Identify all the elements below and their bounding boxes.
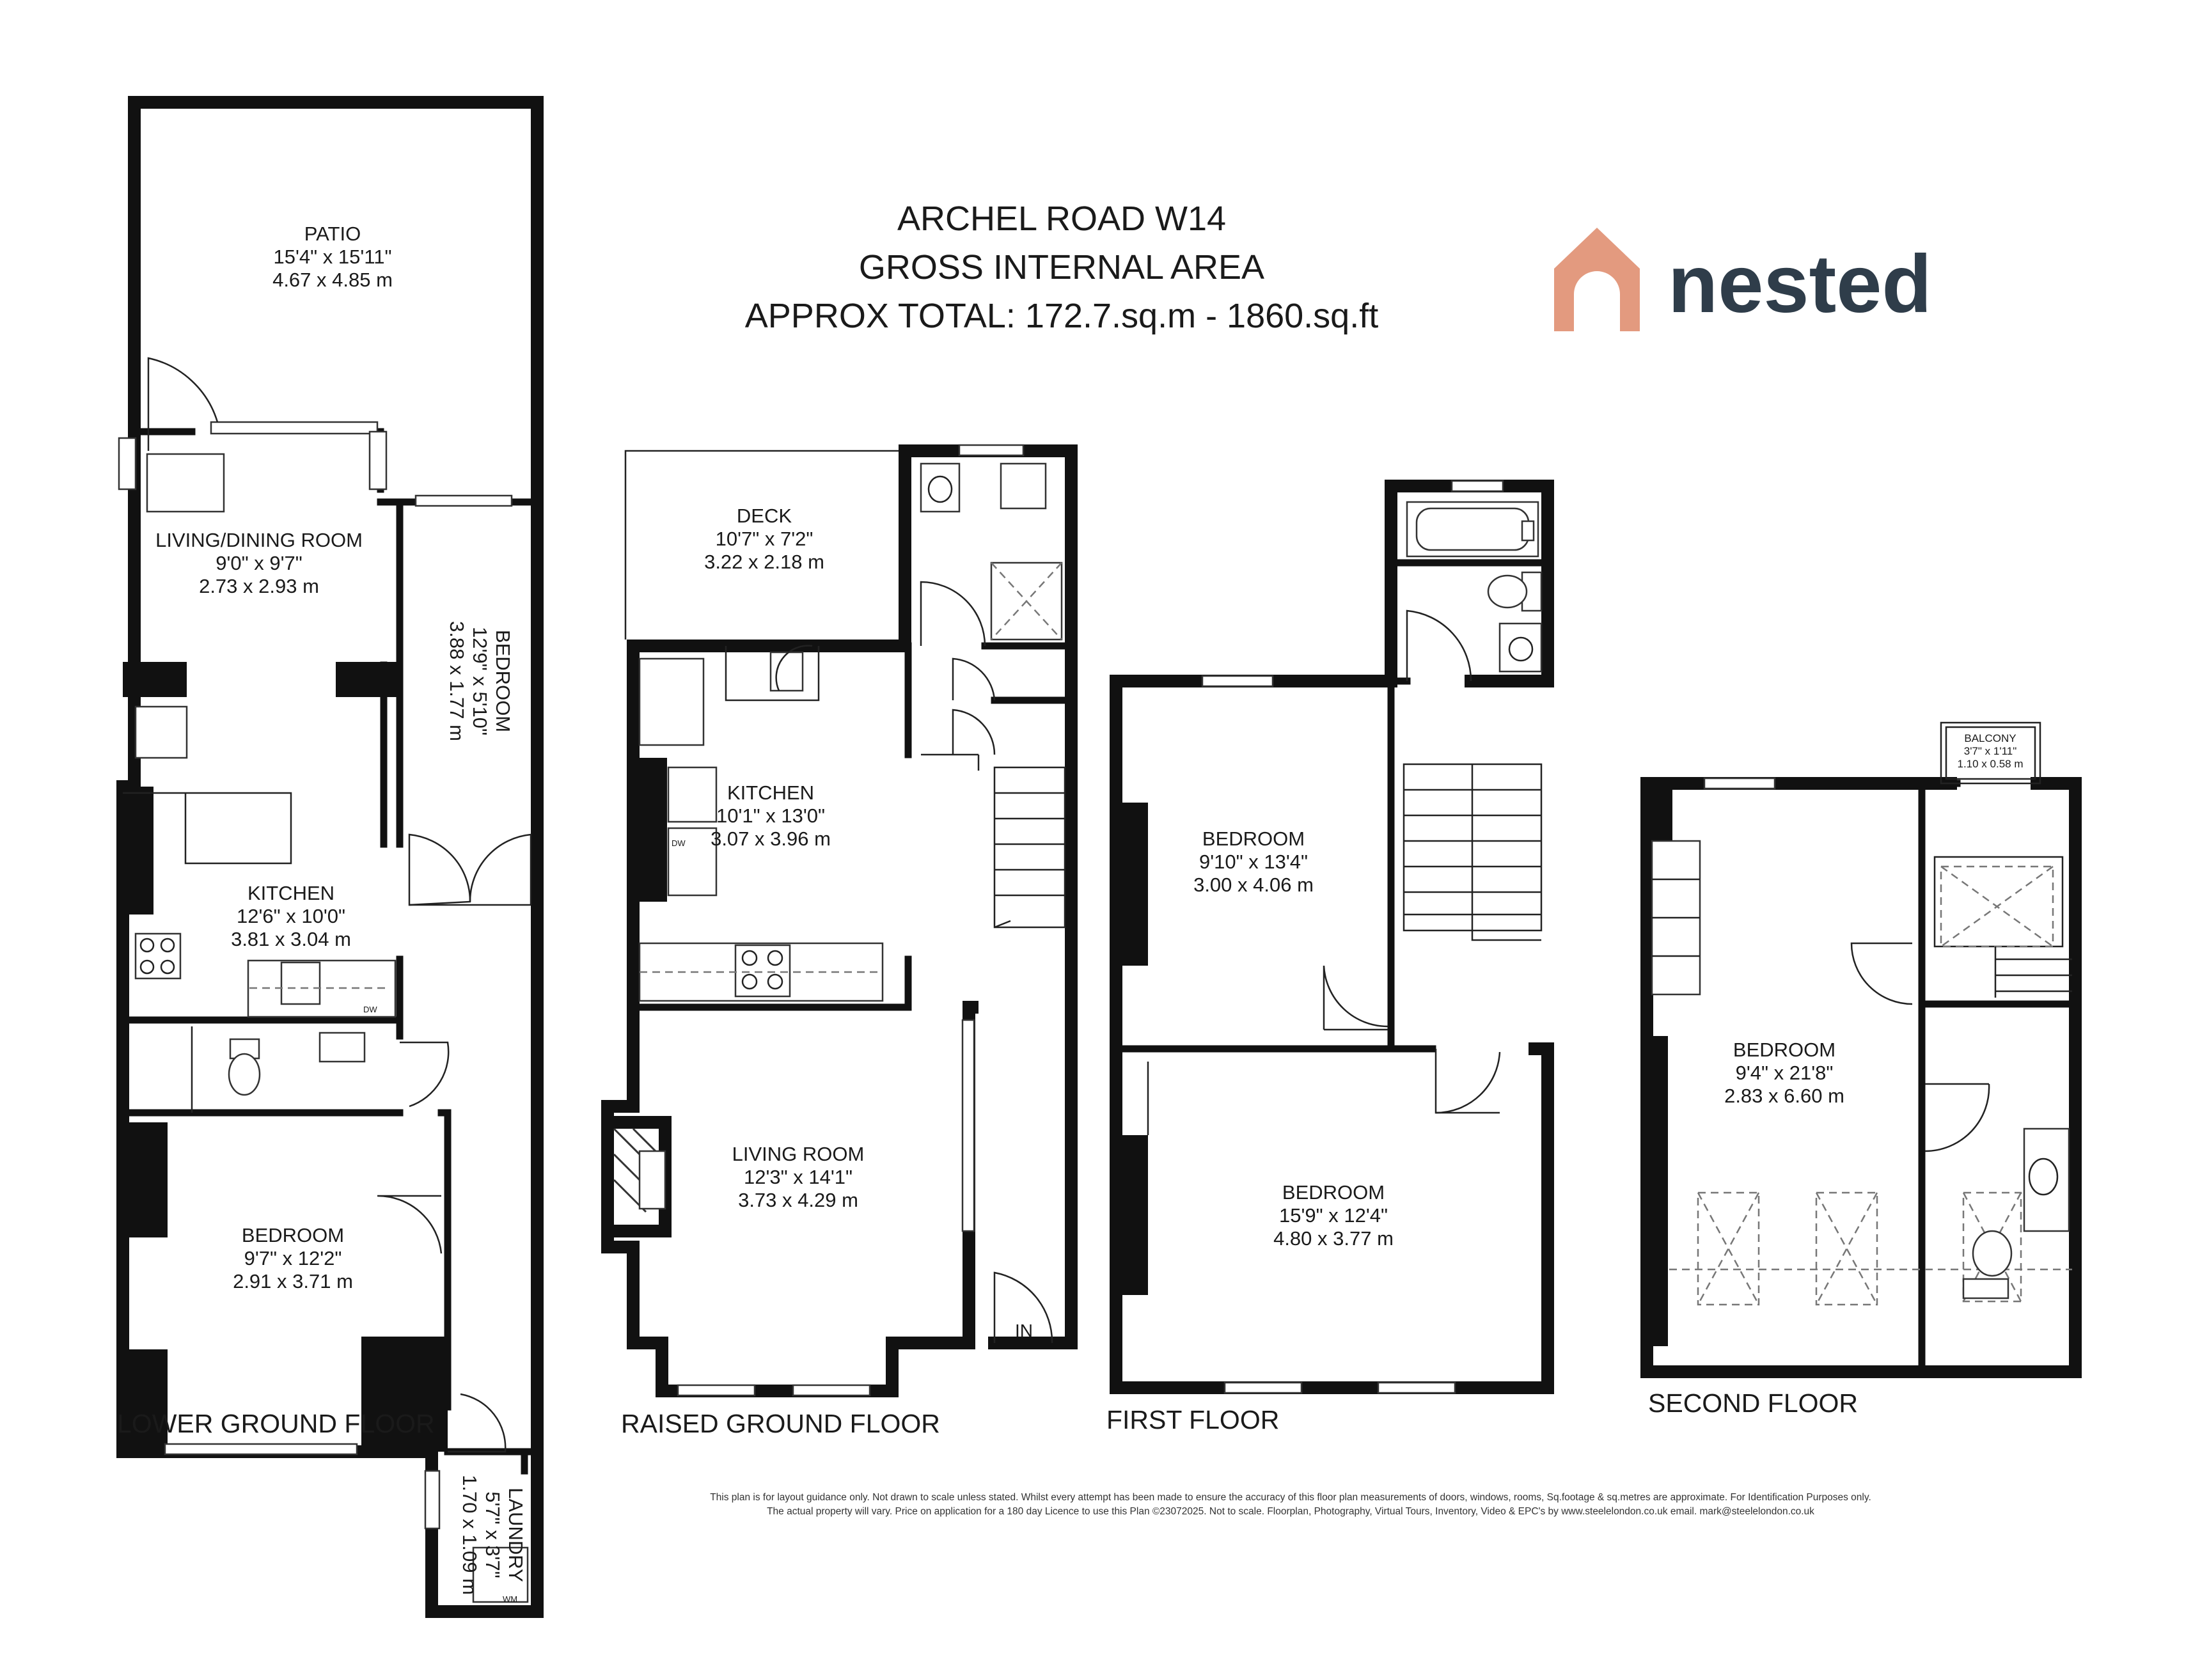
- lg-room-living-dining: LIVING/DINING ROOM 9'0" x 9'7" 2.73 x 2.…: [155, 529, 363, 597]
- first-floor: BEDROOM 9'10" x 13'4" 3.00 x 4.06 m BEDR…: [1106, 480, 1554, 1434]
- rg-room-kitchen: KITCHEN 10'1" x 13'0" 3.07 x 3.96 m: [711, 781, 831, 850]
- rg-entrance-label: IN: [1015, 1321, 1033, 1340]
- disclaimer-line-1: This plan is for layout guidance only. N…: [710, 1492, 1871, 1503]
- second-floor: BALCONY 3'7" x 1'11" 1.10 x 0.58 m BEDRO…: [1640, 721, 2082, 1418]
- room-metric: 3.00 x 4.06 m: [1193, 874, 1314, 896]
- room-imperial: 12'9" x 5'10": [469, 627, 491, 735]
- room-metric: 3.22 x 2.18 m: [704, 551, 824, 573]
- room-name: BEDROOM: [492, 630, 514, 732]
- sf-room-balcony: BALCONY 3'7" x 1'11" 1.10 x 0.58 m: [1957, 732, 2023, 770]
- room-metric: 4.67 x 4.85 m: [272, 269, 393, 291]
- lg-dishwasher-label: DW: [363, 1005, 377, 1014]
- room-name: DECK: [737, 505, 792, 527]
- room-imperial: 12'6" x 10'0": [237, 905, 345, 927]
- ff-room-bedroom-front: BEDROOM 15'9" x 12'4" 4.80 x 3.77 m: [1273, 1181, 1394, 1250]
- sf-floor-label: SECOND FLOOR: [1648, 1388, 1858, 1418]
- room-imperial: 9'4" x 21'8": [1736, 1062, 1834, 1084]
- room-metric: 2.83 x 6.60 m: [1724, 1085, 1844, 1107]
- room-imperial: 10'7" x 7'2": [716, 528, 814, 550]
- room-imperial: 15'4" x 15'11": [274, 246, 392, 268]
- room-name: LIVING/DINING ROOM: [155, 529, 363, 551]
- room-metric: 2.73 x 2.93 m: [199, 575, 319, 597]
- title-area-label: GROSS INTERNAL AREA: [859, 248, 1264, 287]
- room-metric: 1.10 x 0.58 m: [1957, 758, 2023, 770]
- lg-room-laundry: LAUNDRY 5'7" x 3'7" 1.70 x 1.09 m: [459, 1475, 527, 1595]
- disclaimer-line-2: The actual property will vary. Price on …: [767, 1506, 1814, 1517]
- rg-room-deck: DECK 10'7" x 7'2" 3.22 x 2.18 m: [704, 505, 824, 573]
- house-arch-icon: [1554, 228, 1640, 331]
- lg-room-kitchen: KITCHEN 12'6" x 10'0" 3.81 x 3.04 m: [231, 882, 351, 950]
- raised-ground-floor: DW IN DECK 10'7" x 7'2" 3.22 x 2.18 m KI…: [601, 444, 1078, 1438]
- nested-logo: nested: [1554, 228, 1932, 331]
- room-name: LAUNDRY: [505, 1488, 527, 1582]
- ff-floor-label: FIRST FLOOR: [1106, 1405, 1279, 1434]
- room-name: BEDROOM: [1282, 1181, 1385, 1204]
- room-metric: 1.70 x 1.09 m: [459, 1475, 481, 1595]
- title-address: ARCHEL ROAD W14: [897, 200, 1226, 238]
- room-name: LIVING ROOM: [732, 1143, 865, 1165]
- room-name: KITCHEN: [248, 882, 334, 904]
- rg-dishwasher-label: DW: [672, 838, 686, 848]
- lower-ground-floor: DW WM PATIO 15'4" x 15'11" 4.67 x 4.85 m…: [116, 96, 544, 1618]
- room-metric: 3.81 x 3.04 m: [231, 928, 351, 950]
- sf-room-bedroom: BEDROOM 9'4" x 21'8" 2.83 x 6.60 m: [1724, 1039, 1844, 1107]
- lg-washing-machine-label: WM: [503, 1594, 517, 1604]
- rg-floor-label: RAISED GROUND FLOOR: [621, 1409, 940, 1438]
- room-name: BEDROOM: [1733, 1039, 1835, 1061]
- room-imperial: 9'10" x 13'4": [1199, 851, 1308, 873]
- logo-wordmark: nested: [1668, 239, 1932, 330]
- room-name: KITCHEN: [727, 781, 814, 804]
- room-imperial: 15'9" x 12'4": [1279, 1204, 1388, 1227]
- room-metric: 4.80 x 3.77 m: [1273, 1227, 1394, 1250]
- lg-room-bedroom-front: BEDROOM 9'7" x 12'2" 2.91 x 3.71 m: [233, 1224, 353, 1292]
- plan-title: ARCHEL ROAD W14 GROSS INTERNAL AREA APPR…: [745, 200, 1378, 335]
- room-imperial: 9'0" x 9'7": [216, 552, 303, 574]
- room-name: BEDROOM: [1202, 828, 1305, 850]
- rg-room-living: LIVING ROOM 12'3" x 14'1" 3.73 x 4.29 m: [732, 1143, 865, 1211]
- room-imperial: 12'3" x 14'1": [744, 1166, 853, 1188]
- room-imperial: 9'7" x 12'2": [244, 1247, 342, 1269]
- title-total-area: APPROX TOTAL: 172.7.sq.m - 1860.sq.ft: [745, 297, 1378, 335]
- room-metric: 2.91 x 3.71 m: [233, 1270, 353, 1292]
- room-metric: 3.88 x 1.77 m: [446, 621, 468, 741]
- room-imperial: 5'7" x 3'7": [482, 1491, 504, 1578]
- room-imperial: 10'1" x 13'0": [716, 805, 825, 827]
- lg-floor-label: LOWER GROUND FLOOR: [117, 1409, 435, 1438]
- disclaimer: This plan is for layout guidance only. N…: [710, 1492, 1871, 1517]
- lg-room-bedroom-side: BEDROOM 12'9" x 5'10" 3.88 x 1.77 m: [446, 621, 514, 741]
- room-name: BEDROOM: [242, 1224, 344, 1246]
- room-metric: 3.07 x 3.96 m: [711, 828, 831, 850]
- lg-room-patio: PATIO 15'4" x 15'11" 4.67 x 4.85 m: [272, 223, 393, 291]
- room-name: PATIO: [304, 223, 361, 245]
- ff-room-bedroom-rear: BEDROOM 9'10" x 13'4" 3.00 x 4.06 m: [1193, 828, 1314, 896]
- room-name: BALCONY: [1964, 732, 2016, 744]
- room-metric: 3.73 x 4.29 m: [738, 1189, 858, 1211]
- room-imperial: 3'7" x 1'11": [1964, 745, 2017, 757]
